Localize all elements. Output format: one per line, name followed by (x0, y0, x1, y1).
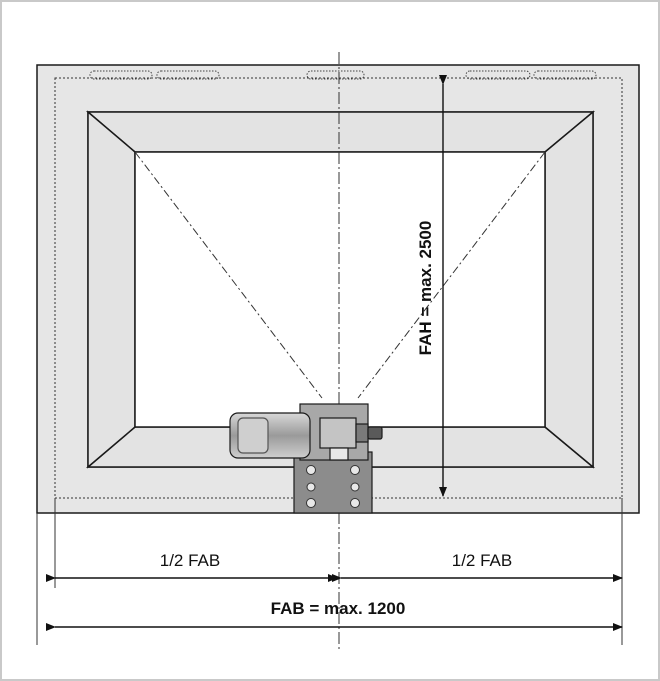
hinge-markers (89, 70, 597, 80)
glass-pane (134, 151, 546, 428)
opening-lines (134, 151, 546, 399)
full-width-label: FAB = max. 1200 (271, 599, 406, 618)
half-width-right-label: 1/2 FAB (452, 551, 512, 570)
extension-lines (36, 498, 623, 645)
chain-drive-motor (229, 403, 383, 514)
half-width-left-label: 1/2 FAB (160, 551, 220, 570)
seal-line (54, 77, 623, 499)
height-label: FAH = max. 2500 (416, 221, 435, 356)
